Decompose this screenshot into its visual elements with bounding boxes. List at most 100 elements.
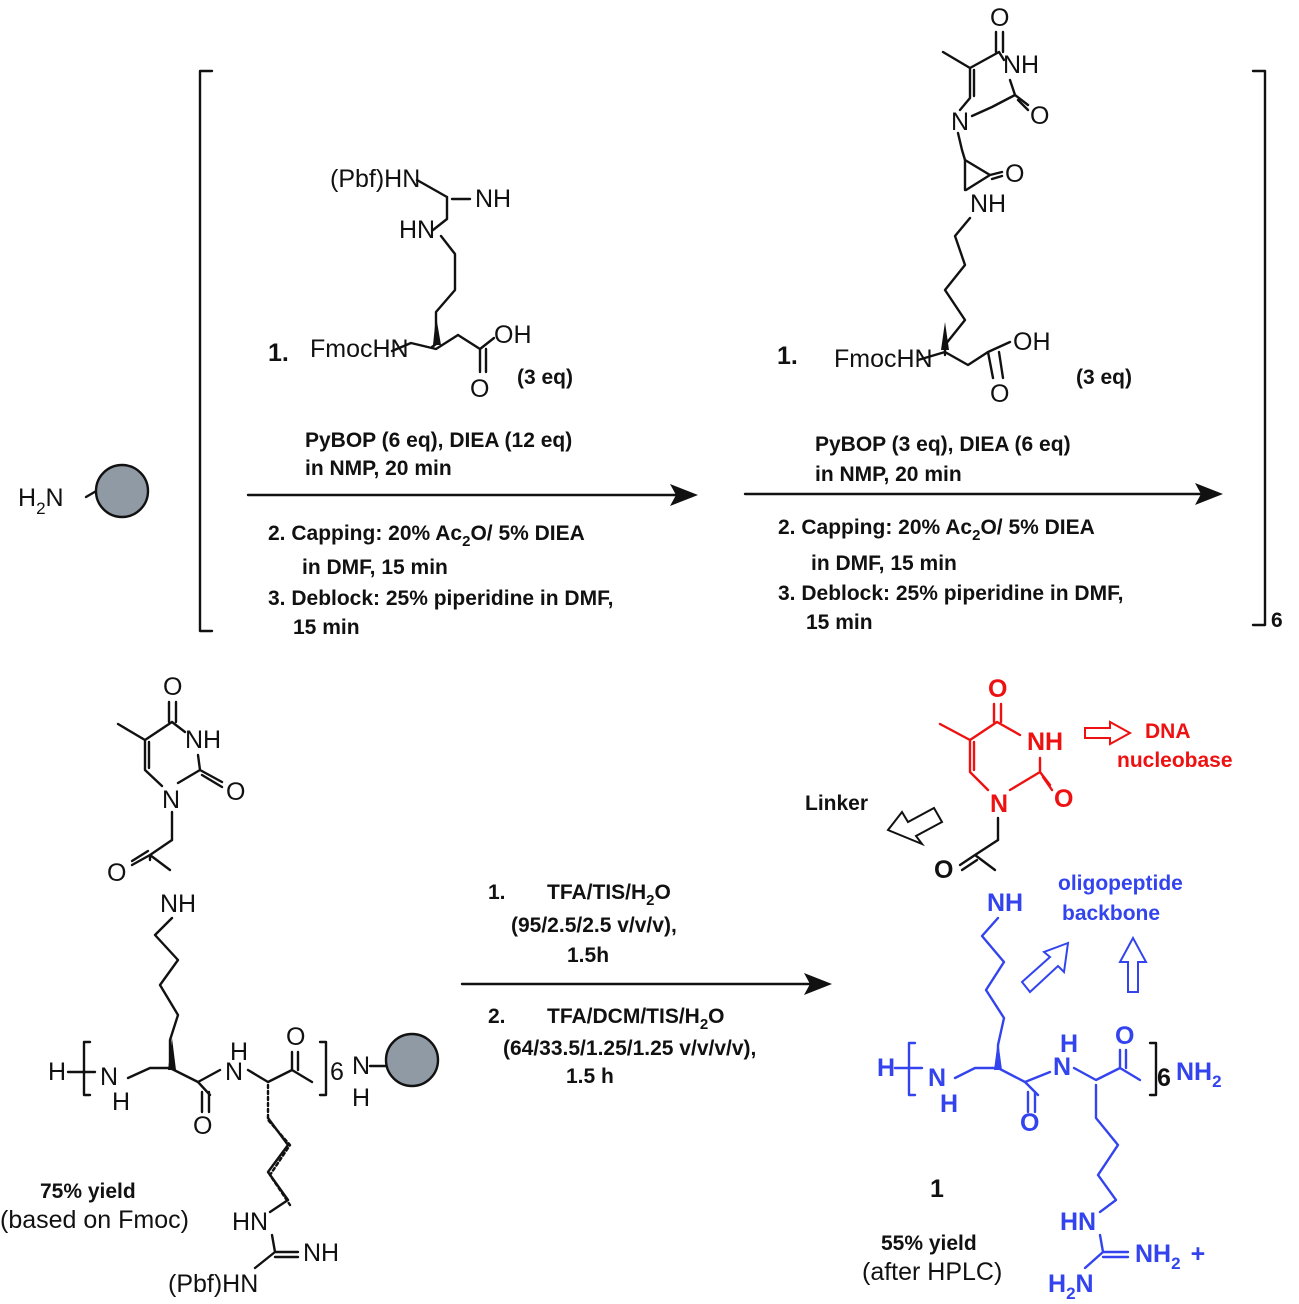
h-terminus: H (48, 1058, 66, 1086)
step2-conditions-line2: in NMP, 20 min (815, 463, 962, 486)
arg-sidechain-bonds (1094, 1083, 1120, 1214)
thymine-ring-bonds (938, 702, 1054, 792)
oligomer-bracket-left (82, 1040, 92, 1097)
backbone-arrow-icon-2 (1118, 935, 1148, 993)
carbonyl-o-label: O (470, 375, 489, 403)
thymine-o-ring: O (1030, 102, 1049, 130)
resin-start: H2N (18, 463, 150, 519)
guanidine-bonds (1083, 1233, 1130, 1270)
svg-text:H2N: H2N (18, 484, 64, 518)
backbone-n: N (928, 1064, 946, 1092)
backbone-bonds-2 (246, 1050, 314, 1084)
repeat-count: 6 (1271, 609, 1283, 632)
step1-deblock-a: 3. Deblock: 25% piperidine in DMF, (268, 587, 613, 610)
backbone-bonds-1 (953, 1066, 1052, 1097)
nucleobase-arrow-icon (1084, 720, 1133, 746)
stereo-wedge (994, 1040, 1002, 1070)
thymine-nh: NH (1027, 728, 1063, 756)
label-backbone: backbone (1062, 902, 1160, 925)
thymine-o-top: O (163, 673, 182, 701)
thymine-ring-bonds (116, 700, 224, 789)
stereo-wedge (168, 1038, 176, 1070)
thymine-nh: NH (1003, 51, 1039, 79)
backbone-bonds-1 (126, 1066, 222, 1097)
fmoc-lys-thymine-structure: O NH O N O NH FmocHN OH O 1. (3 eq) (777, 4, 1132, 408)
backbone-carbonyl-1 (200, 1090, 211, 1114)
intermediate-yield-note: (based on Fmoc) (0, 1206, 189, 1234)
step2-capping-b: O/ 5% DIEA (980, 516, 1094, 539)
amide-o: O (107, 859, 126, 887)
amine-h: H (18, 484, 36, 512)
oligomer-bracket-right (318, 1040, 328, 1097)
cleavage-step2-reagent: TFA/DCM/TIS/H (547, 1005, 700, 1028)
thymine-ring-bonds (941, 30, 1030, 118)
backbone-h: H (940, 1090, 958, 1118)
backbone-h: H (112, 1088, 130, 1116)
guanidine-h2n-h: H (1048, 1270, 1066, 1298)
step1-capping-b: O/ 5% DIEA (470, 522, 584, 545)
label-dna: DNA (1145, 720, 1191, 743)
cleavage-step1-end: O (655, 881, 671, 904)
oh-label: OH (1013, 328, 1051, 356)
cleavage-step2-end: O (708, 1005, 724, 1028)
cleavage-step1-ratio: (95/2.5/2.5 v/v/v), (511, 914, 677, 937)
cleavage-step1-sub: 2 (646, 892, 654, 909)
resin-bead (384, 1032, 440, 1088)
fmochn-label: FmocHN (310, 335, 409, 363)
step1-capping-sub: 2 (462, 533, 470, 550)
thymine-n: N (162, 786, 180, 814)
step2-capping-sub: 2 (972, 527, 980, 544)
resin-bead (94, 463, 150, 519)
step2-conditions-line1: PyBOP (3 eq), DIEA (6 eq) (815, 433, 1071, 456)
c-terminus-nh: NH (1176, 1058, 1212, 1086)
lys-linker-bond (956, 131, 967, 192)
amide-bonds (958, 838, 1000, 872)
thymine-o-top: O (990, 4, 1009, 32)
label-nucleobase: nucleobase (1117, 749, 1233, 772)
guanidine-nh2: NH (1135, 1240, 1171, 1268)
c-terminus-sub: 2 (1212, 1072, 1221, 1091)
arg-sidechain-bonds (415, 178, 472, 349)
amide-bonds (130, 838, 174, 872)
svg-text:H2N: H2N (1048, 1270, 1094, 1303)
oh-label: OH (494, 321, 532, 349)
step1-capping-a: 2. Capping: 20% Ac (268, 522, 462, 545)
amide-bonds (963, 158, 1004, 192)
cleavage-step2-ratio: (64/33.5/1.25/1.25 v/v/v/v), (503, 1037, 756, 1060)
pbf-hn-label: (Pbf)HN (330, 165, 420, 193)
stereo-wedge (941, 322, 949, 350)
fmochn-label: FmocHN (834, 345, 933, 373)
imine-nh-label: NH (475, 185, 511, 213)
step2-capping-c: in DMF, 15 min (811, 552, 957, 575)
thymine-o-top: O (988, 675, 1007, 703)
amine-subscript: 2 (36, 499, 45, 518)
cleavage-step: 1. TFA/TIS/H2O (95/2.5/2.5 v/v/v), 1.5h … (460, 881, 832, 1088)
step1-capping-c: in DMF, 15 min (302, 556, 448, 579)
cleavage-step1-number: 1. (488, 881, 506, 904)
amide-nh: NH (160, 890, 196, 918)
amide-o: O (934, 856, 953, 884)
hn-label: HN (399, 216, 435, 244)
label-oligopeptide: oligopeptide (1058, 872, 1183, 895)
step2-deblock-a: 3. Deblock: 25% piperidine in DMF, (778, 582, 1123, 605)
cleavage-step2-number: 2. (488, 1005, 506, 1028)
guanidine-h2n-n: N (1076, 1270, 1094, 1298)
guanidine-h2n-sub: 2 (1066, 1284, 1075, 1303)
step1-eq: (3 eq) (517, 366, 573, 389)
amide-nh: NH (970, 190, 1006, 218)
backbone-n-2: N (225, 1058, 243, 1086)
cleavage-step1-time: 1.5h (567, 944, 609, 967)
guanidine-nh2-sub: 2 (1171, 1254, 1180, 1273)
step1-conditions-line1: PyBOP (6 eq), DIEA (12 eq) (305, 429, 572, 452)
label-linker: Linker (805, 792, 868, 815)
product-structure: O NH O N O NH H N H O N H O 6 NH2 HN NH2… (877, 675, 1222, 1303)
step1-number: 1. (268, 339, 289, 367)
backbone-carbonyl-1 (1026, 1090, 1037, 1114)
backbone-h-2: H (230, 1038, 248, 1066)
cleavage-step2-sub: 2 (700, 1016, 708, 1033)
amide-o: O (1005, 160, 1024, 188)
guanidine-nh: NH (303, 1239, 339, 1267)
backbone-h-2: H (1060, 1030, 1078, 1058)
lys-sidechain-bonds (980, 916, 1006, 1067)
guanidine-hn: HN (1060, 1208, 1096, 1236)
